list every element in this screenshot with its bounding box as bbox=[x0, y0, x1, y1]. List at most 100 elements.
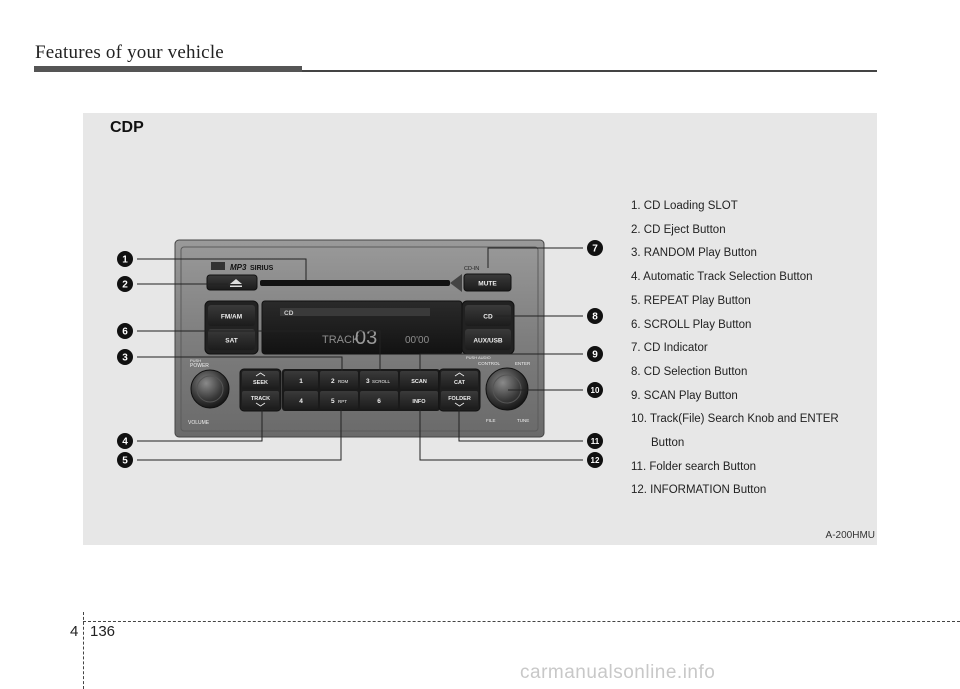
control-label: CONTROL bbox=[478, 361, 500, 366]
tune-enter-knob[interactable] bbox=[485, 367, 529, 411]
random-button[interactable] bbox=[320, 371, 358, 389]
aux-usb-label: AUX/USB bbox=[473, 338, 503, 345]
preset-1-button[interactable] bbox=[284, 371, 318, 389]
power-push-label: PUSH bbox=[190, 358, 201, 363]
callout-8 bbox=[587, 308, 603, 324]
legend-item: 7. CD Indicator bbox=[631, 342, 708, 355]
callout-6 bbox=[117, 323, 133, 339]
callout-10-number: 10 bbox=[591, 386, 600, 395]
track-button[interactable] bbox=[242, 391, 279, 409]
callout-5-number: 5 bbox=[122, 456, 128, 467]
callout-7-number: 7 bbox=[592, 244, 598, 255]
preset-1-label: 1 bbox=[299, 378, 303, 385]
cd-in-label: CD-IN bbox=[464, 266, 479, 272]
preset-4-button[interactable] bbox=[284, 391, 318, 409]
callout-10 bbox=[587, 382, 603, 398]
legend-item: 8. CD Selection Button bbox=[631, 365, 748, 378]
sirius-logo: SIRIUS bbox=[250, 265, 274, 272]
cd-slot[interactable] bbox=[260, 280, 450, 286]
display-track-label: TRACK bbox=[322, 334, 360, 346]
scan-label: SCAN bbox=[411, 379, 427, 385]
volume-label: VOLUME bbox=[188, 420, 210, 426]
legend-item: 10. Track(File) Search Knob and ENTER bbox=[631, 413, 839, 426]
display-cd-indicator: CD bbox=[284, 310, 294, 317]
mute-label: MUTE bbox=[478, 281, 497, 288]
callout-4 bbox=[117, 433, 133, 449]
callouts: 1 2 6 3 4 5 7 8 9 10 11 12 bbox=[117, 240, 603, 468]
scan-button[interactable] bbox=[400, 371, 438, 389]
callout-12 bbox=[587, 452, 603, 468]
info-button[interactable] bbox=[400, 391, 438, 409]
display-time: 00'00 bbox=[405, 335, 430, 346]
legend-item: 9. SCAN Play Button bbox=[631, 389, 738, 402]
track-label: TRACK bbox=[251, 396, 270, 402]
enter-label: ENTER bbox=[515, 361, 531, 366]
folder-button[interactable] bbox=[441, 391, 478, 409]
header-rule-thin bbox=[302, 70, 877, 72]
rdm-label: RDM bbox=[338, 379, 348, 384]
legend-item: 11. Folder search Button bbox=[631, 460, 757, 473]
legend-item-continued: Button bbox=[651, 437, 685, 450]
callout-11 bbox=[587, 433, 603, 449]
mute-button[interactable] bbox=[463, 273, 512, 292]
repeat-button[interactable] bbox=[320, 391, 358, 409]
callout-11-number: 11 bbox=[591, 437, 600, 446]
section-title: Features of your vehicle bbox=[35, 42, 224, 63]
mp3-logo: MP3 bbox=[230, 263, 247, 272]
eject-icon bbox=[230, 279, 242, 284]
chevron-down-icon bbox=[255, 402, 266, 407]
callout-9 bbox=[587, 346, 603, 362]
callout-1 bbox=[117, 251, 133, 267]
cat-button[interactable] bbox=[441, 371, 478, 389]
header-rule-thick bbox=[34, 66, 302, 72]
callout-2 bbox=[117, 276, 133, 292]
fm-am-button[interactable] bbox=[208, 305, 255, 326]
legend-item: 5. REPEAT Play Button bbox=[631, 294, 751, 307]
cd-button-label: CD bbox=[483, 314, 493, 321]
tune-label: TUNE bbox=[517, 418, 529, 423]
preset-2-label: 2 bbox=[331, 378, 335, 385]
aux-usb-button[interactable] bbox=[465, 329, 511, 350]
cat-label: CAT bbox=[454, 380, 466, 386]
seek-label: SEEK bbox=[253, 380, 268, 386]
seek-button[interactable] bbox=[242, 371, 279, 389]
legend-item: 2. CD Eject Button bbox=[631, 223, 726, 236]
callout-3-number: 3 bbox=[122, 353, 128, 364]
callout-7 bbox=[587, 240, 603, 256]
footer-divider bbox=[83, 612, 84, 689]
cd-button[interactable] bbox=[465, 305, 511, 326]
file-label: FILE bbox=[486, 418, 496, 423]
figure-title: CDP bbox=[110, 119, 144, 136]
preset-6-button[interactable] bbox=[360, 391, 398, 409]
info-label: INFO bbox=[412, 399, 426, 405]
callout-5 bbox=[117, 452, 133, 468]
page-number: 136 bbox=[90, 623, 116, 640]
scroll-button[interactable] bbox=[360, 371, 398, 389]
callout-2-number: 2 bbox=[122, 280, 128, 291]
push-audio-label: PUSH AUDIO bbox=[466, 355, 491, 360]
callout-8-number: 8 bbox=[592, 312, 598, 323]
preset-5-label: 5 bbox=[331, 398, 335, 405]
callout-4-number: 4 bbox=[122, 437, 128, 448]
preset-6-label: 6 bbox=[377, 398, 381, 405]
leader-lines bbox=[137, 247, 583, 461]
chapter-number: 4 bbox=[70, 623, 79, 640]
power-label: POWER bbox=[190, 363, 209, 369]
figure-code: A-200HMU bbox=[825, 530, 875, 541]
display-track-number: 03 bbox=[355, 327, 377, 349]
legend-item: 1. CD Loading SLOT bbox=[631, 200, 738, 212]
callout-1-number: 1 bbox=[122, 255, 128, 266]
folder-label: FOLDER bbox=[448, 396, 471, 402]
sat-button[interactable] bbox=[208, 329, 255, 350]
watermark: carmanualsonline.info bbox=[520, 662, 716, 683]
legend-item: 12. INFORMATION Button bbox=[631, 484, 767, 497]
preset-4-label: 4 bbox=[299, 398, 303, 405]
chevron-down-icon bbox=[454, 402, 465, 407]
legend-item: 3. RANDOM Play Button bbox=[631, 247, 757, 260]
callout-12-number: 12 bbox=[591, 456, 600, 465]
rpt-label: RPT bbox=[338, 399, 347, 404]
legend-item: 4. Automatic Track Selection Button bbox=[631, 271, 813, 284]
slot-bevel bbox=[450, 274, 462, 292]
legend-item: 6. SCROLL Play Button bbox=[631, 318, 752, 331]
